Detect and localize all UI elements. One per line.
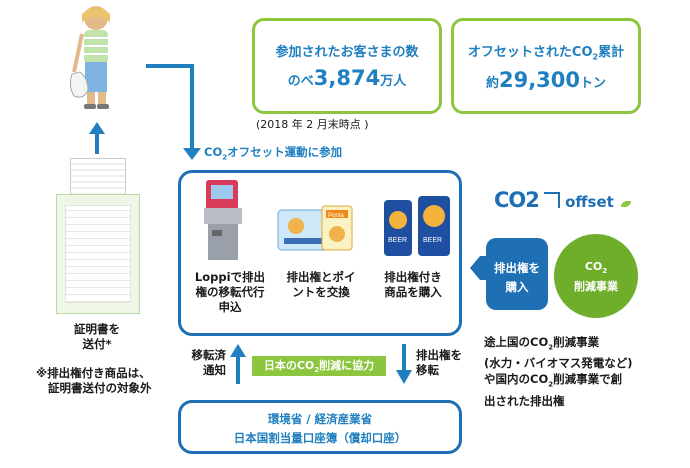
co2-project-circle: CO2 削減事業 <box>554 234 638 318</box>
logo-bracket <box>543 192 560 208</box>
offset-label: オフセットされたCO2累計 <box>467 45 625 62</box>
certificate-up-arrow <box>89 122 105 154</box>
offset-stat-box: オフセットされたCO2累計 約29,300トン <box>451 18 641 114</box>
transfer-done-up-arrow <box>230 344 246 384</box>
certificate-note: ※排出権付き商品は、 証明書送付の対象外 <box>36 366 152 395</box>
transfer-done-label: 移転済 通知 <box>191 348 227 377</box>
beer-can-illustration: BEER BEER <box>384 196 450 256</box>
join-label: CO2オフセット運動に参加 <box>204 145 343 162</box>
registry-line-1: 環境省 / 経済産業省 <box>267 412 373 426</box>
project-description: 途上国のCO2削減事業 (水力・バイオマス発電など) や国内のCO2削減事業で創… <box>484 335 633 408</box>
certificate-envelope <box>70 158 126 196</box>
participants-label: 参加されたお客さまの数 <box>275 45 419 60</box>
leaf-icon <box>620 201 631 207</box>
certificate-document <box>56 194 140 314</box>
participants-value-line: のべ3,874万人 <box>287 66 407 90</box>
step-points-label: 排出権とポイ ントを交換 <box>286 270 356 299</box>
certificate-label: 証明書を 送付* <box>74 322 120 351</box>
ponta-text: Ponta <box>328 213 344 219</box>
co2-offset-logo: CO2 offset <box>494 188 634 218</box>
participants-value: 3,874 <box>313 66 381 90</box>
registry-box: 環境省 / 経済産業省 日本国割当量口座簿（償却口座） <box>178 400 462 454</box>
purchase-box: 排出権を 購入 <box>486 238 548 310</box>
customer-illustration <box>69 6 110 109</box>
offset-value: 29,300 <box>498 67 581 92</box>
cooperate-banner: 日本のCO2削減に協力 <box>252 356 386 376</box>
point-card-illustration: Ponta <box>277 205 353 251</box>
offset-value-line: 約29,300トン <box>485 67 607 92</box>
join-arrow <box>146 64 201 160</box>
loppi-kiosk-illustration <box>204 180 242 260</box>
as-of-date: (2018 年 2 月末時点 ) <box>256 118 369 131</box>
step-products-label: 排出権付き 商品を購入 <box>384 270 442 299</box>
participants-stat-box: 参加されたお客さまの数 のべ3,874万人 <box>252 18 442 114</box>
beer-text-2: BEER <box>423 237 442 244</box>
transfer-rights-down-arrow <box>396 344 412 384</box>
transfer-rights-label: 排出権を 移転 <box>416 348 462 377</box>
registry-line-2: 日本国割当量口座簿（償却口座） <box>233 431 407 445</box>
beer-text-1: BEER <box>388 237 407 244</box>
step-loppi-label: Loppiで排出 権の移転代行 申込 <box>194 270 266 314</box>
